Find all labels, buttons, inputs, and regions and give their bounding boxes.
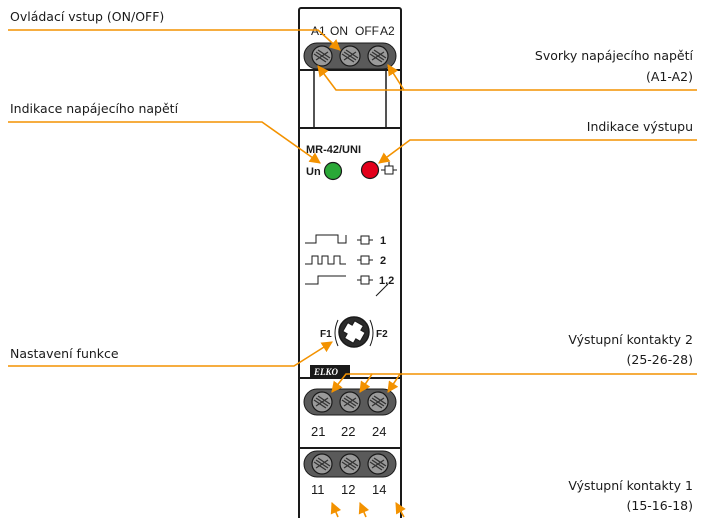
screw-a2 (367, 45, 389, 67)
dial-bracket-left (334, 319, 339, 347)
terminal-label-a2: A2 (380, 24, 395, 38)
screw-a1 (311, 45, 333, 67)
arrow-contact-12 (358, 501, 370, 518)
top-terminal-block (303, 42, 397, 70)
label-supply-terminals-2: (A1-A2) (646, 69, 693, 84)
mode-row-12 (305, 275, 389, 297)
label-output-contacts1-2: (15-16-18) (626, 498, 694, 513)
leader-supply-indication (8, 121, 321, 164)
function-dial[interactable] (338, 316, 370, 348)
leader-control-input (8, 29, 341, 51)
dial-label-f2: F2 (376, 329, 388, 340)
device-body (298, 7, 402, 518)
leader-supply-terminals-a1 (317, 65, 404, 91)
label-output-contacts1-1: Výstupní kontakty 1 (568, 478, 693, 493)
terminal-label-off: OFF (355, 24, 379, 38)
label-output-indication: Indikace výstupu (586, 119, 693, 134)
label-control-input: Ovládací vstup (ON/OFF) (10, 9, 165, 24)
leader-function-setting (8, 341, 333, 367)
contacts2-terminal-block (303, 388, 397, 416)
brand-logo-text: ELKO (313, 367, 339, 377)
label-supply-terminals-1: Svorky napájecího napětí (534, 48, 693, 63)
model-label: MR-42/UNI (306, 144, 361, 156)
relay-icon-led (381, 162, 397, 175)
contact-label-12: 12 (341, 482, 355, 497)
leader-contacts2-left (331, 373, 372, 393)
contact-label-22: 22 (341, 424, 355, 439)
label-supply-indication: Indikace napájecího napětí (10, 101, 179, 116)
mode-label-2: 2 (380, 255, 386, 267)
contact-label-24: 24 (372, 424, 386, 439)
terminal-label-on: ON (330, 24, 348, 38)
mode-row-1 (305, 234, 373, 245)
dial-bracket-right (369, 319, 374, 347)
label-output-contacts2-2: (25-26-28) (626, 352, 694, 367)
label-function-setting: Nastavení funkce (10, 346, 119, 361)
leader-output-indication (378, 139, 697, 164)
output-led-red (360, 160, 380, 180)
contact-label-14: 14 (372, 482, 386, 497)
brand-logo (310, 365, 350, 377)
arrow-contact-14 (395, 502, 406, 518)
contacts1-terminal-block (303, 450, 397, 478)
contact-label-11: 11 (311, 482, 325, 497)
mode-row-2 (305, 255, 373, 265)
leader-contacts2-right (387, 373, 697, 393)
label-output-contacts2-1: Výstupní kontakty 2 (568, 332, 693, 347)
supply-led-green (323, 161, 343, 181)
led-supply-label: Un (306, 166, 321, 178)
arrow-contact-11 (330, 501, 342, 518)
contact-label-21: 21 (311, 424, 325, 439)
mode-label-1: 1 (380, 235, 386, 247)
dial-label-f1: F1 (320, 329, 332, 340)
screw-on-off (339, 45, 361, 67)
mode-label-12: 1,2 (379, 275, 394, 287)
